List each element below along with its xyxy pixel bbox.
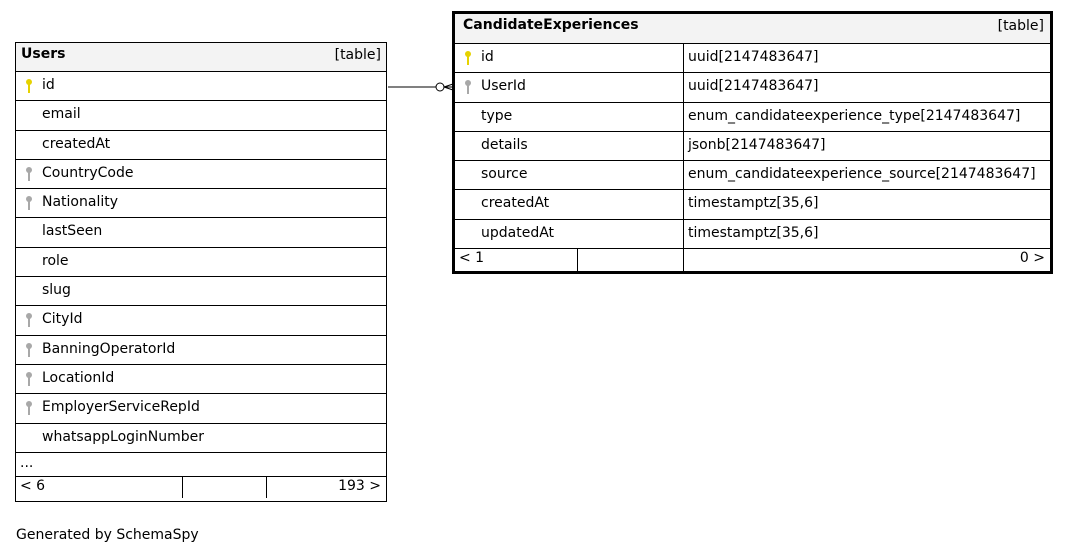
column-name: slug	[42, 282, 71, 299]
column-type: jsonb[2147483647]	[688, 136, 826, 153]
column-name: UserId	[481, 78, 526, 95]
column-row[interactable]: source enum_candidateexperience_source[21…	[455, 160, 1050, 191]
column-name: EmployerServiceRepId	[42, 399, 200, 416]
column-type: enum_candidateexperience_type[2147483647…	[688, 107, 1021, 124]
primary-key-icon	[463, 50, 473, 66]
column-divider	[683, 43, 684, 74]
column-row[interactable]: details jsonb[2147483647]	[455, 130, 1050, 162]
column-row[interactable]: EmployerServiceRepId	[16, 394, 386, 424]
footer-divider	[182, 476, 183, 498]
users-table-header[interactable]: Users [table]	[16, 43, 386, 72]
candidate-table-name: CandidateExperiences	[463, 17, 639, 33]
foreign-key-icon	[24, 195, 34, 211]
column-row[interactable]: CountryCode	[16, 160, 386, 190]
column-divider	[683, 189, 684, 220]
footer-divider	[577, 249, 578, 272]
column-row[interactable]: createdAt timestamptz[35,6]	[455, 189, 1050, 220]
column-divider	[683, 130, 684, 162]
column-name: role	[42, 252, 69, 269]
column-row[interactable]: Nationality	[16, 189, 386, 219]
column-divider	[683, 72, 684, 103]
candidate-parents-count[interactable]: < 1	[459, 250, 485, 267]
column-row[interactable]: role	[16, 248, 386, 278]
column-name: CityId	[42, 311, 83, 328]
column-row[interactable]: LocationId	[16, 365, 386, 395]
column-type: uuid[2147483647]	[688, 78, 819, 95]
users-table-type: [table]	[334, 47, 381, 63]
column-name: lastSeen	[42, 223, 103, 240]
column-row[interactable]: UserId uuid[2147483647]	[455, 72, 1050, 103]
column-name: id	[42, 77, 55, 93]
column-type: timestamptz[35,6]	[688, 224, 819, 241]
column-type: enum_candidateexperience_source[21474836…	[688, 166, 1036, 183]
foreign-key-icon	[24, 342, 34, 358]
candidate-table-footer: < 1 0 >	[455, 249, 1050, 272]
candidate-experiences-table[interactable]: CandidateExperiences [table] id uuid[2147…	[452, 11, 1053, 274]
column-row[interactable]: id uuid[2147483647]	[455, 43, 1050, 74]
column-row[interactable]: createdAt	[16, 131, 386, 160]
column-name: whatsappLoginNumber	[42, 428, 205, 445]
column-type: timestamptz[35,6]	[688, 195, 819, 212]
column-row[interactable]: slug	[16, 277, 386, 307]
foreign-key-icon	[24, 400, 34, 416]
column-row[interactable]: lastSeen	[16, 218, 386, 248]
column-divider	[683, 101, 684, 132]
column-name: createdAt	[481, 195, 550, 212]
candidate-table-type: [table]	[997, 18, 1044, 34]
column-name: Nationality	[42, 194, 119, 211]
more-columns-ellipsis: ...	[20, 454, 34, 471]
foreign-key-icon	[463, 79, 473, 95]
candidate-children-count[interactable]: 0 >	[1019, 250, 1045, 267]
users-table-footer: < 6 193 >	[16, 476, 386, 498]
column-row[interactable]: CityId	[16, 306, 386, 336]
generated-by-label: Generated by SchemaSpy	[16, 527, 199, 543]
column-name: type	[481, 107, 513, 124]
column-row[interactable]: email	[16, 101, 386, 131]
column-name: source	[481, 166, 528, 183]
users-parents-count[interactable]: < 6	[20, 477, 46, 494]
column-name: updatedAt	[481, 224, 555, 241]
users-more-columns[interactable]: ...	[16, 453, 386, 477]
column-type: uuid[2147483647]	[688, 49, 819, 65]
foreign-key-icon	[24, 371, 34, 387]
column-name: details	[481, 136, 528, 153]
column-name: CountryCode	[42, 164, 134, 181]
primary-key-icon	[24, 78, 34, 94]
column-name: email	[42, 106, 81, 123]
column-row[interactable]: updatedAt timestamptz[35,6]	[455, 218, 1050, 250]
column-divider	[683, 218, 684, 250]
column-row[interactable]: BanningOperatorId	[16, 336, 386, 365]
candidate-table-header[interactable]: CandidateExperiences [table]	[455, 14, 1050, 44]
column-name: LocationId	[42, 369, 115, 386]
footer-divider	[266, 476, 267, 498]
users-table-name: Users	[21, 46, 66, 62]
users-children-count[interactable]: 193 >	[338, 477, 381, 494]
column-row[interactable]: id	[16, 72, 386, 102]
column-row[interactable]: type enum_candidateexperience_type[214748…	[455, 101, 1050, 132]
column-name: id	[481, 49, 494, 65]
zero-optional-marker	[435, 82, 445, 92]
column-name: createdAt	[42, 135, 111, 152]
column-row[interactable]: whatsappLoginNumber	[16, 424, 386, 453]
column-name: BanningOperatorId	[42, 340, 176, 357]
foreign-key-icon	[24, 166, 34, 182]
foreign-key-icon	[24, 312, 34, 328]
footer-divider	[683, 249, 684, 272]
column-divider	[683, 160, 684, 191]
